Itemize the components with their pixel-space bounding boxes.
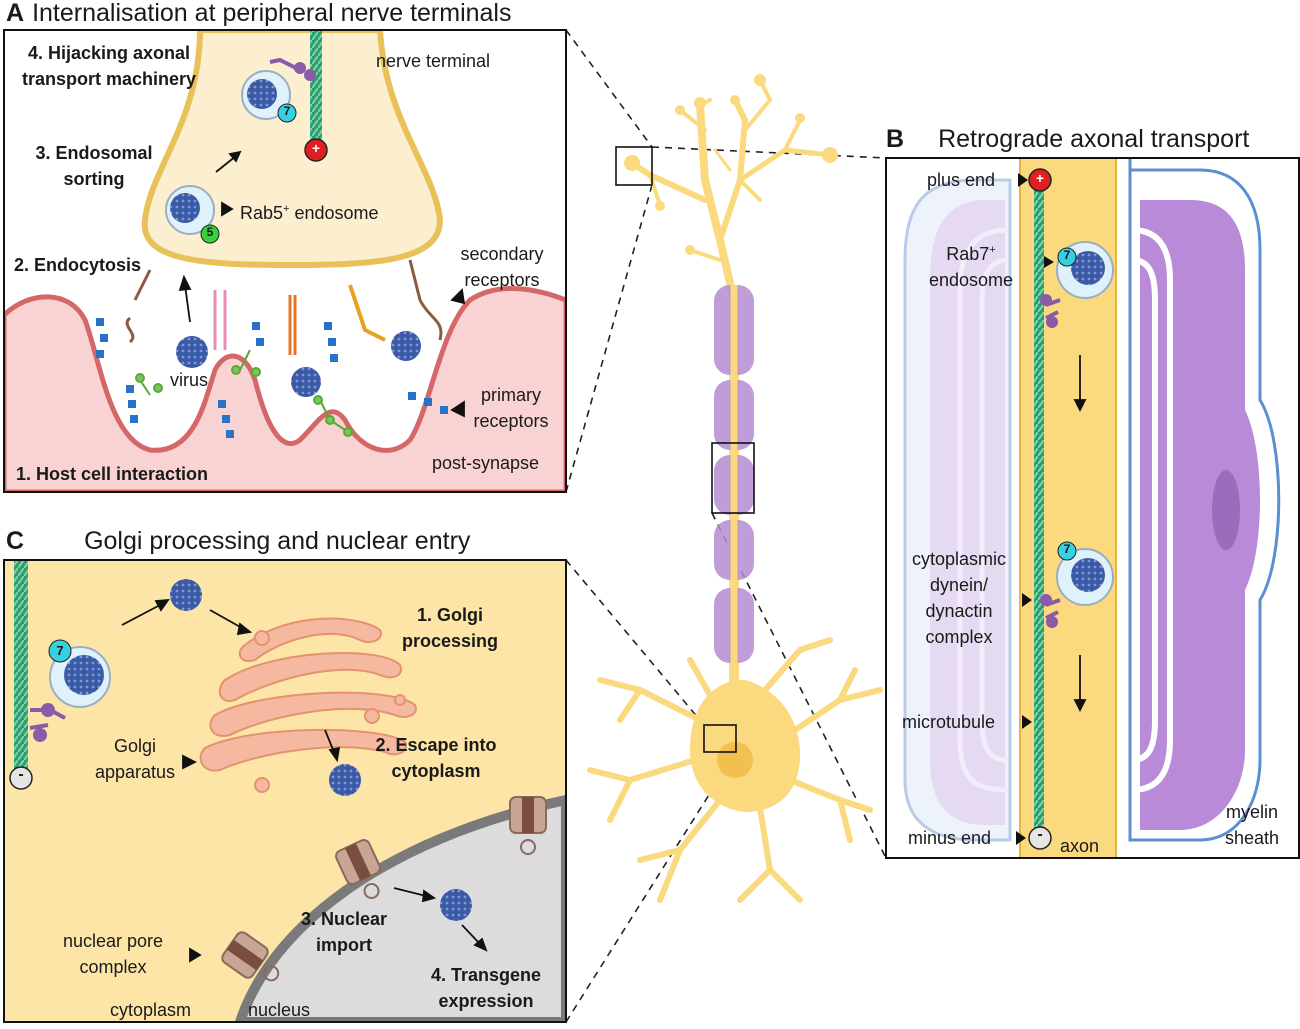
c-step1: 1. Golgi processing: [380, 602, 520, 654]
a-step1: 1. Host cell interaction: [16, 464, 209, 484]
c-golgi-line1: Golgi: [113, 736, 157, 756]
a-secondary-receptors: secondary receptors: [452, 241, 552, 293]
a-badge-5: 5: [206, 225, 214, 239]
a-rab5-rest: endosome: [289, 203, 379, 223]
b-badge-7-bottom: 7: [1063, 542, 1071, 556]
c-step1-line1: 1. Golgi: [416, 605, 483, 625]
b-minus-end: minus end: [908, 828, 992, 848]
b-dynein-line3: dynactin: [925, 601, 993, 621]
panel-a-title-text: Internalisation at peripheral nerve term…: [32, 0, 512, 27]
a-rab5-sup: +: [283, 203, 290, 215]
a-primary-receptors: primary receptors: [466, 382, 556, 434]
c-step2: 2. Escape into cytoplasm: [366, 732, 506, 784]
panel-c-title: C Golgi processing and nuclear entry: [6, 527, 470, 556]
b-plus-end: plus end: [927, 170, 996, 190]
c-cytoplasm-label: cytoplasm: [110, 1000, 192, 1020]
c-npc-line2: complex: [79, 957, 147, 977]
b-dynein-line4: complex: [925, 627, 993, 647]
b-myelin-sheath: myelin sheath: [1212, 799, 1292, 851]
panel-c-title-text: Golgi processing and nuclear entry: [84, 527, 471, 555]
panel-b-title-text: Retrograde axonal transport: [938, 125, 1250, 153]
a-primary-line2: receptors: [473, 411, 549, 431]
b-microtubule: microtubule: [902, 712, 996, 732]
neuron-illustration: [587, 74, 883, 903]
a-step4-line1: 4. Hijacking axonal: [27, 43, 191, 63]
b-badge-7-top: 7: [1063, 248, 1071, 262]
a-secondary-line2: receptors: [464, 270, 540, 290]
b-myelin-line2: sheath: [1224, 828, 1280, 848]
panel-a-letter: A: [6, 0, 25, 27]
panel-a-title: A Internalisation at peripheral nerve ter…: [6, 0, 511, 28]
panel-b-graphics: [886, 158, 1299, 858]
b-dynein-line1: cytoplasmic: [911, 549, 1007, 569]
panel-b-letter: B: [886, 125, 905, 153]
c-badge-7: 7: [56, 643, 64, 658]
a-step4-line2: transport machinery: [21, 69, 197, 89]
a-plus-end-mark: +: [311, 140, 321, 156]
a-step3-line1: 3. Endosomal: [35, 143, 153, 163]
a-virus-label: virus: [170, 370, 209, 390]
b-myelin-line1: myelin: [1225, 802, 1278, 822]
b-dynein-line2: dynein/: [929, 575, 989, 595]
a-nerve-terminal-label: nerve terminal: [376, 51, 491, 71]
panel-a-graphics: [4, 30, 566, 492]
c-npc-line1: nuclear pore: [62, 931, 164, 951]
c-nuclear-pore-complex: nuclear pore complex: [48, 928, 178, 980]
b-rab7-sup: +: [989, 244, 996, 256]
panel-b-title: B Retrograde axonal transport: [886, 125, 1249, 154]
b-rab7-endosome: Rab7+ endosome: [916, 237, 1026, 293]
b-dynein-complex: cytoplasmic dynein/dynactin complex: [902, 546, 1016, 650]
a-badge-7: 7: [283, 104, 291, 118]
b-rab7-line2: endosome: [928, 270, 1014, 290]
a-step2: 2. Endocytosis: [14, 255, 142, 275]
a-rab5-label: Rab5+ endosome: [240, 196, 379, 226]
b-axon: axon: [1060, 836, 1100, 856]
a-step4: 4. Hijacking axonal transport machinery: [14, 40, 204, 92]
c-step2-line2: cytoplasm: [391, 761, 481, 781]
panel-c-letter: C: [6, 527, 25, 555]
nuclear-pore-complexes: [221, 796, 547, 982]
a-primary-line1: primary: [480, 385, 541, 405]
a-secondary-line1: secondary: [460, 244, 544, 264]
c-step3: 3. Nuclear import: [294, 906, 394, 958]
c-step4-line2: expression: [438, 991, 534, 1011]
c-nucleus-label: nucleus: [248, 1000, 311, 1020]
a-step3: 3. Endosomal sorting: [24, 140, 164, 192]
c-step4: 4. Transgene expression: [416, 962, 556, 1014]
b-plus-mark: +: [1035, 170, 1045, 186]
c-golgi-line2: apparatus: [94, 762, 176, 782]
a-post-synapse: post-synapse: [432, 453, 540, 473]
b-minus-mark: -: [1037, 826, 1043, 843]
c-step1-line2: processing: [401, 631, 499, 651]
c-golgi-apparatus: Golgi apparatus: [90, 733, 180, 785]
zoom-lines: [565, 29, 887, 1023]
c-minus-mark: -: [18, 766, 24, 783]
c-step4-line1: 4. Transgene: [430, 965, 542, 985]
panel-c-graphics: [4, 560, 566, 1022]
c-step3-line2: import: [316, 935, 372, 955]
a-step3-line2: sorting: [63, 169, 125, 189]
c-step3-line1: 3. Nuclear: [300, 909, 388, 929]
b-rab7-text: Rab7: [946, 244, 990, 264]
a-rab5-text: Rab5: [240, 203, 284, 223]
c-step2-line1: 2. Escape into: [375, 735, 497, 755]
